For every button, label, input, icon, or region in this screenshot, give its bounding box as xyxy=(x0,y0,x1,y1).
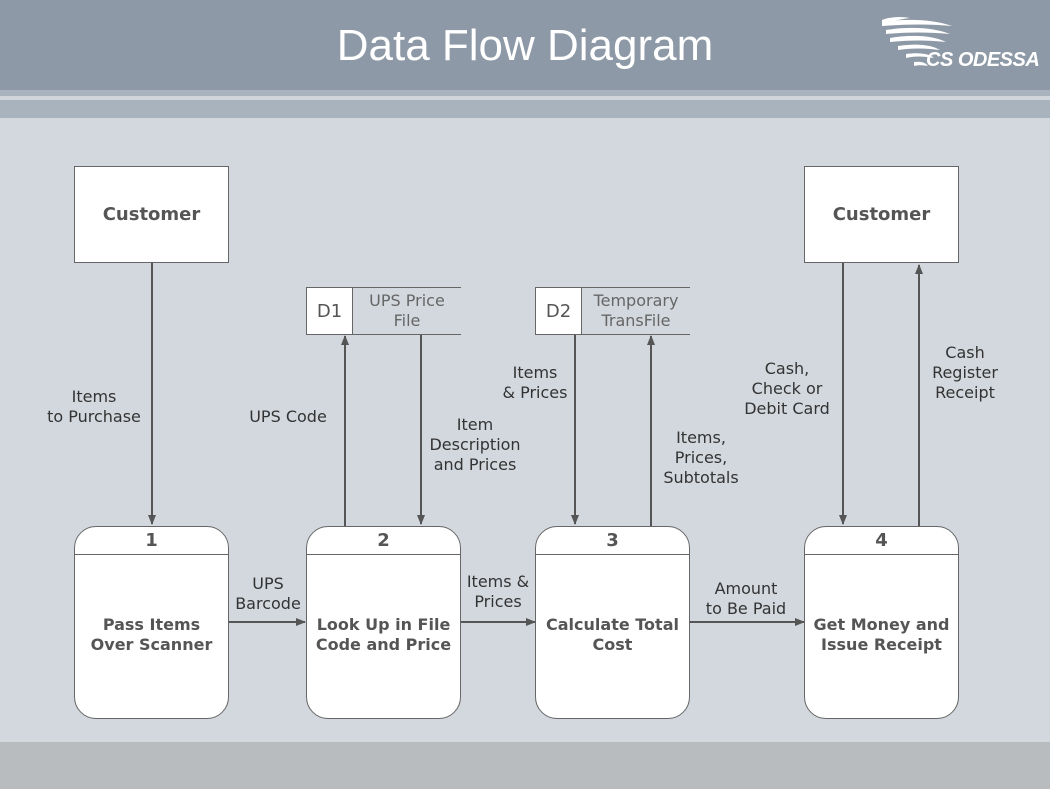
logo-text: CS ODESSA xyxy=(926,49,1040,71)
process-1: 1 Pass Items Over Scanner xyxy=(74,526,229,719)
data-store-d1: D1 UPS Price File xyxy=(306,287,461,335)
entity-label: Customer xyxy=(832,204,931,225)
process-3: 3 Calculate Total Cost xyxy=(535,526,690,719)
header-bar xyxy=(0,0,1050,90)
flow-label-items-prices-subtotals: Items, Prices, Subtotals xyxy=(663,428,739,487)
entity-label: Customer xyxy=(102,204,201,225)
process-label: Pass Items Over Scanner xyxy=(90,615,213,654)
customer-entity-right: Customer xyxy=(804,166,959,263)
process-4: 4 Get Money and Issue Receipt xyxy=(804,526,959,719)
process-label: Calculate Total Cost xyxy=(546,615,679,654)
header-stripe-lower xyxy=(0,100,1050,118)
store-name: Temporary TransFile xyxy=(593,291,679,330)
footer-bar xyxy=(0,742,1050,789)
store-id: D2 xyxy=(535,288,582,334)
process-number: 3 xyxy=(536,527,689,555)
process-2: 2 Look Up in File Code and Price xyxy=(306,526,461,719)
flow-label-items-and-prices: Items & Prices xyxy=(466,572,530,611)
data-store-d2: D2 Temporary TransFile xyxy=(535,287,690,335)
flow-label-ups-barcode: UPS Barcode xyxy=(235,574,301,613)
store-id: D1 xyxy=(306,288,353,334)
customer-entity-left: Customer xyxy=(74,166,229,263)
store-name: UPS Price File xyxy=(369,291,445,330)
process-label: Look Up in File Code and Price xyxy=(315,615,452,654)
flow-label-cash-check: Cash, Check or Debit Card xyxy=(744,359,830,418)
cs-odessa-swirl-logo-icon xyxy=(882,16,952,66)
flow-label-items-to-purchase: Items to Purchase xyxy=(47,387,141,426)
header-stripe xyxy=(0,90,1050,96)
process-number: 4 xyxy=(805,527,958,555)
flow-label-cash-register-receipt: Cash Register Receipt xyxy=(932,343,998,402)
process-number: 2 xyxy=(307,527,460,555)
flow-label-amount-to-be-paid: Amount to Be Paid xyxy=(705,579,787,618)
process-label: Get Money and Issue Receipt xyxy=(813,615,950,654)
page-title: Data Flow Diagram xyxy=(336,21,714,70)
flow-label-ups-code: UPS Code xyxy=(249,407,327,426)
flow-label-item-description: Item Description and Prices xyxy=(429,415,521,474)
flow-label-items-prices-in: Items & Prices xyxy=(502,363,568,402)
process-number: 1 xyxy=(75,527,228,555)
header-stripe-light xyxy=(0,96,1050,100)
